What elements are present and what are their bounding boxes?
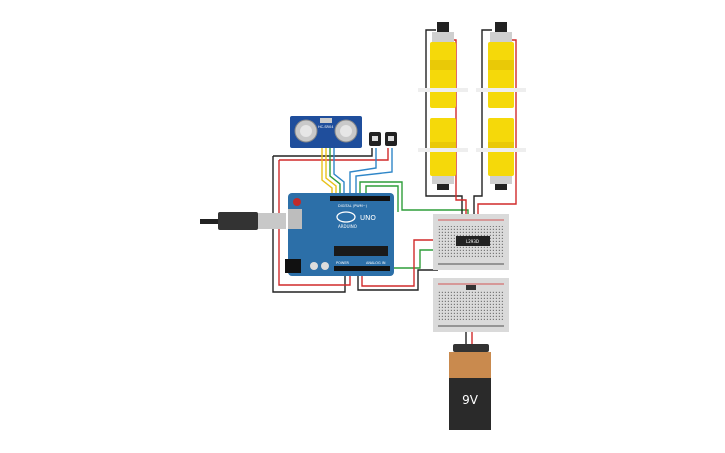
arduino-power-header xyxy=(334,266,390,271)
wire-ard-5v-bb[interactable] xyxy=(361,239,438,287)
arduino-brand-label: ARDUINO xyxy=(338,224,357,229)
motor-right-shaft-bottom xyxy=(495,184,507,190)
wire-sensor-vcc[interactable] xyxy=(329,148,341,196)
sensor-label: HC-SR04 xyxy=(318,125,334,129)
arduino-digital-header xyxy=(330,196,390,201)
motor-driver-ic[interactable]: L293D xyxy=(456,236,490,246)
sensor-transducer-right-inner xyxy=(340,125,352,137)
arduino-power-jack xyxy=(285,259,301,273)
ir-sensor-right[interactable] xyxy=(385,132,397,146)
wire-motor-left-black[interactable] xyxy=(425,29,463,222)
usb-connector xyxy=(258,213,286,229)
motor-right-band xyxy=(476,88,526,92)
wire-ir-left[interactable] xyxy=(349,148,377,196)
motor-left[interactable] xyxy=(418,22,468,190)
motor-left-cap-top xyxy=(432,32,454,42)
motor-left-band xyxy=(418,88,468,92)
motor-right-cap-bottom xyxy=(490,176,512,184)
arduino-capacitor-1 xyxy=(310,262,318,270)
sensor-crystal xyxy=(320,118,332,123)
wire-sensor-echo[interactable] xyxy=(325,148,337,196)
usb-cable-line xyxy=(200,219,218,224)
arduino-capacitor-2 xyxy=(321,262,329,270)
arduino-uno[interactable]: UNO ARDUINO DIGITAL (PWM~) POWER ANALOG … xyxy=(285,193,394,276)
battery-top xyxy=(449,352,491,378)
motor-left-shaft-bottom xyxy=(437,184,449,190)
battery-9v[interactable]: 9V xyxy=(449,344,491,430)
wire-signal-1[interactable] xyxy=(359,181,469,222)
motor-left-body-top xyxy=(430,42,456,108)
usb-cable[interactable] xyxy=(200,212,286,230)
motor-right-body-top xyxy=(488,42,514,108)
ultrasonic-sensor[interactable]: HC-SR04 xyxy=(290,116,362,148)
wire-ard-gnd-bb[interactable] xyxy=(357,269,438,291)
arduino-usb-jack xyxy=(288,209,302,229)
wire-sensor-trig[interactable] xyxy=(321,148,333,196)
motor-right-gear-bottom xyxy=(488,142,514,152)
motor-right-shaft-top xyxy=(495,22,507,32)
sensor-transducer-left-inner xyxy=(300,125,312,137)
ir-sensor-right-window xyxy=(388,136,394,141)
motor-right-gear-top xyxy=(488,60,514,70)
wires xyxy=(272,29,517,348)
motor-left-gear-top xyxy=(430,60,456,70)
breadboard-bottom[interactable] xyxy=(433,278,509,332)
motor-right-cap-top xyxy=(490,32,512,42)
ir-sensor-left-window xyxy=(372,136,378,141)
motor-left-gear-bottom xyxy=(430,142,456,152)
arduino-digital-label: DIGITAL (PWM~) xyxy=(338,204,368,208)
arduino-logo-icon xyxy=(336,211,356,223)
arduino-model-label: UNO xyxy=(360,214,376,222)
wire-motor-right-black[interactable] xyxy=(473,29,492,222)
wire-motor-right-red[interactable] xyxy=(477,39,517,222)
wire-power-top[interactable] xyxy=(279,148,389,161)
motor-left-cap-bottom xyxy=(432,176,454,184)
wire-signal-3[interactable] xyxy=(390,249,438,269)
reset-button-icon[interactable] xyxy=(293,198,301,206)
wire-signal-2[interactable] xyxy=(365,185,399,212)
arduino-chip xyxy=(334,246,388,256)
motor-left-shaft-top xyxy=(437,22,449,32)
battery-connector xyxy=(453,344,489,352)
breadboard-bottom-hole-grid xyxy=(438,290,504,320)
battery-body xyxy=(449,378,491,430)
ir-sensor-left[interactable] xyxy=(369,132,381,146)
motor-driver-chip xyxy=(456,236,490,246)
wire-ir-right[interactable] xyxy=(355,148,393,196)
motor-left-band-2 xyxy=(418,148,468,152)
arduino-power-label: POWER xyxy=(336,261,350,265)
arduino-analog-label: ANALOG IN xyxy=(366,261,386,265)
motor-right[interactable] xyxy=(476,22,526,190)
usb-plug-icon xyxy=(218,212,258,230)
motor-driver-label: L293D xyxy=(466,239,479,244)
breadboard-bottom-component xyxy=(466,285,476,290)
motor-right-band-2 xyxy=(476,148,526,152)
wire-ground-top[interactable] xyxy=(273,148,373,157)
wire-sensor-gnd[interactable] xyxy=(333,148,345,196)
battery-label: 9V xyxy=(462,393,479,407)
